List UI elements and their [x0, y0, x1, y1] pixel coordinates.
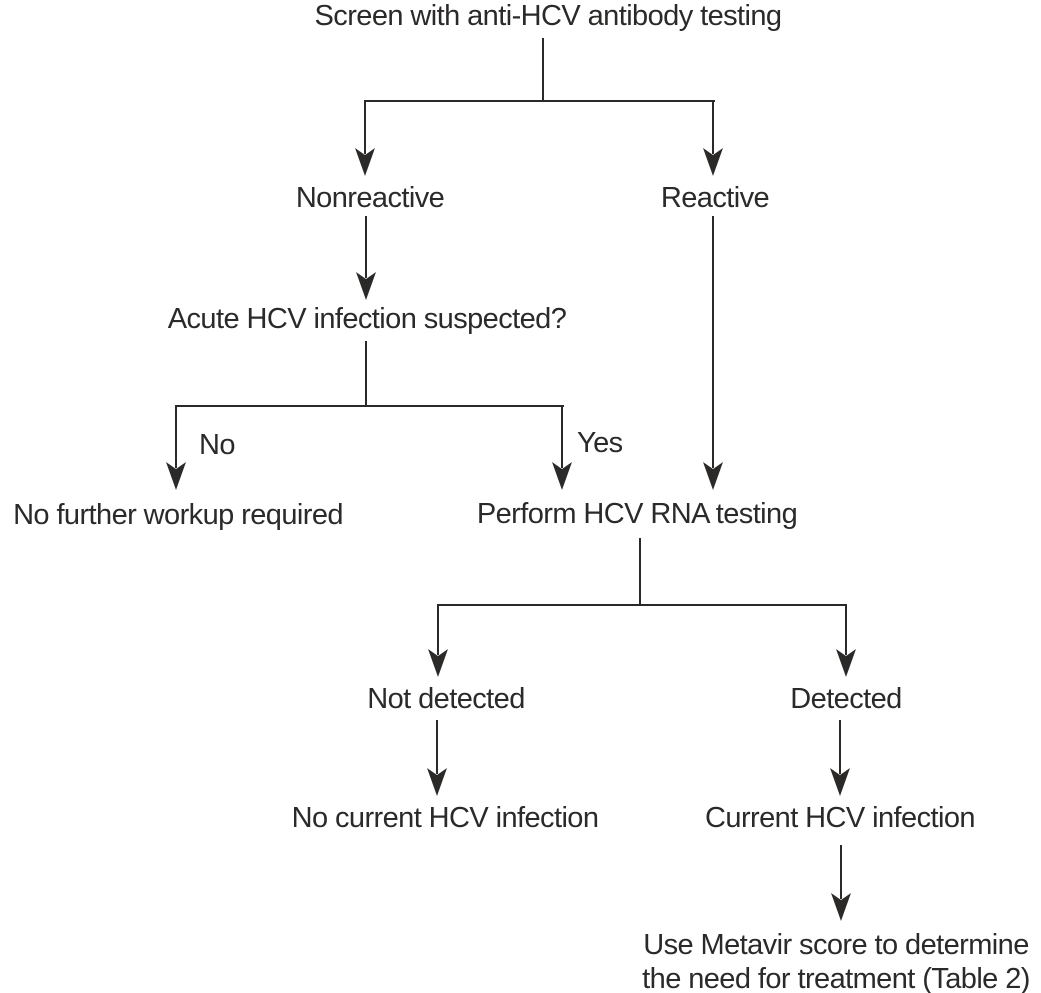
connector-to-detected [845, 604, 847, 655]
connector-nonreactive-acute [365, 216, 367, 278]
node-no-current-infection: No current HCV infection [291, 802, 599, 834]
connector-title-down [542, 38, 544, 101]
connector-to-not-detected [437, 604, 439, 655]
connector-split1 [365, 100, 715, 102]
connector-notdetected-nocurrent [436, 720, 438, 774]
node-detected: Detected [790, 683, 902, 715]
connector-split2 [176, 405, 564, 407]
node-reactive: Reactive [660, 182, 770, 214]
node-nonreactive: Nonreactive [295, 182, 445, 214]
connector-split3 [438, 604, 847, 606]
node-screen-antibody-testing: Screen with anti-HCV antibody testing [314, 0, 783, 32]
node-no-workup: No further workup required [13, 499, 343, 531]
node-perform-rna: Perform HCV RNA testing [476, 498, 798, 530]
connector-to-reactive [712, 100, 714, 154]
node-not-detected: Not detected [367, 683, 525, 715]
connector-detected-current [839, 720, 841, 774]
edge-label-no: No [199, 429, 236, 461]
edge-label-yes: Yes [577, 427, 623, 459]
node-current-infection: Current HCV infection [705, 802, 975, 834]
node-metavir-line2: the need for treatment (Table 2) [642, 963, 1030, 993]
connector-current-metavir [840, 845, 842, 899]
connector-branch-no [175, 405, 177, 468]
connector-to-nonreactive [364, 100, 366, 154]
connector-reactive-perform [712, 216, 714, 468]
node-acute-question: Acute HCV infection suspected? [167, 303, 567, 335]
connector-perform-down [639, 538, 641, 606]
connector-branch-yes [561, 405, 563, 468]
node-metavir: Use Metavir score to determine the need … [642, 928, 1030, 993]
node-metavir-line1: Use Metavir score to determine [643, 929, 1029, 961]
connector-acute-down [365, 341, 367, 407]
